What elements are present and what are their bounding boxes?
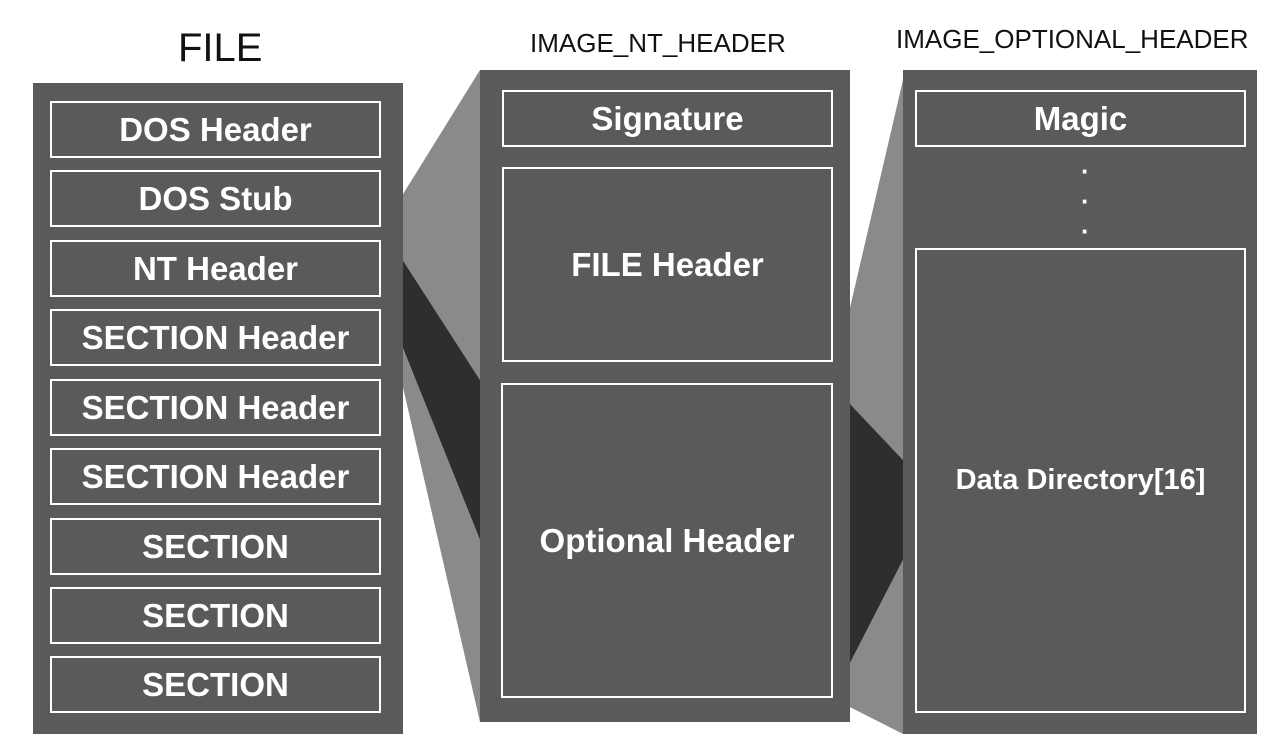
optional-header-panel: Magic · · · Data Directory[16]: [903, 70, 1257, 734]
section-box: SECTION: [50, 518, 381, 575]
optional-header-box: Optional Header: [501, 383, 833, 698]
ellipsis-dot: ·: [1081, 156, 1090, 186]
nt-header-box: NT Header: [50, 240, 381, 297]
dos-stub-box: DOS Stub: [50, 170, 381, 227]
section-header-box: SECTION Header: [50, 379, 381, 436]
nt-header-panel: Signature FILE Header Optional Header: [480, 70, 850, 722]
file-title: FILE: [178, 26, 263, 70]
section-header-box: SECTION Header: [50, 448, 381, 505]
signature-box: Signature: [502, 90, 833, 147]
section-box: SECTION: [50, 587, 381, 644]
ellipsis-dot: ·: [1081, 186, 1090, 216]
magic-box: Magic: [915, 90, 1246, 147]
dos-header-box: DOS Header: [50, 101, 381, 158]
section-box: SECTION: [50, 656, 381, 713]
data-directory-box: Data Directory[16]: [915, 248, 1246, 713]
optional-header-title: IMAGE_OPTIONAL_HEADER: [896, 24, 1249, 54]
section-header-box: SECTION Header: [50, 309, 381, 366]
file-header-box: FILE Header: [502, 167, 833, 362]
ellipsis-dot: ·: [1081, 216, 1090, 246]
nt-header-title: IMAGE_NT_HEADER: [530, 28, 786, 58]
file-panel: DOS Header DOS Stub NT Header SECTION He…: [33, 83, 403, 734]
